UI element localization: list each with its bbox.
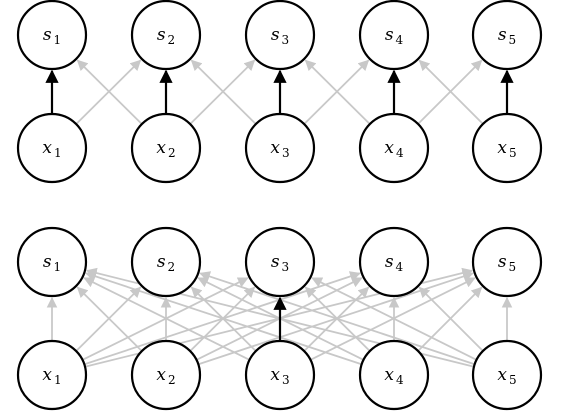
edge-x5-to-s2 [199, 271, 475, 365]
edge-x2-to-s1 [76, 59, 142, 124]
edge-x4-to-s3 [304, 59, 370, 124]
edge-x3-to-s2 [190, 59, 256, 124]
node-circle [130, 0, 202, 71]
node-circle [16, 0, 88, 71]
node-circle [16, 112, 88, 184]
node-circle [358, 339, 430, 411]
node-circle [471, 226, 543, 298]
edge-x2-to-s1 [76, 286, 142, 351]
node-circle [471, 0, 543, 71]
node-circle [16, 339, 88, 411]
edge-x5-to-s4 [418, 286, 483, 351]
top-panel-highlight-edges [45, 69, 514, 113]
node-circle [471, 339, 543, 411]
edge-x3-to-s1 [83, 277, 250, 361]
node-circle [244, 339, 316, 411]
node-circle [358, 0, 430, 71]
node-circle [244, 226, 316, 298]
node-circle [244, 112, 316, 184]
node-circle [244, 0, 316, 71]
node-circle [358, 226, 430, 298]
top-panel-gray-edges [76, 59, 483, 124]
node-circle [130, 226, 202, 298]
node-circle [130, 112, 202, 184]
node-circle [16, 226, 88, 298]
edge-x5-to-s3 [311, 277, 477, 361]
edge-x5-to-s4 [418, 59, 483, 124]
node-circle [130, 339, 202, 411]
edge-x4-to-s1 [85, 271, 362, 365]
node-circle [471, 112, 543, 184]
node-circle [358, 112, 430, 184]
